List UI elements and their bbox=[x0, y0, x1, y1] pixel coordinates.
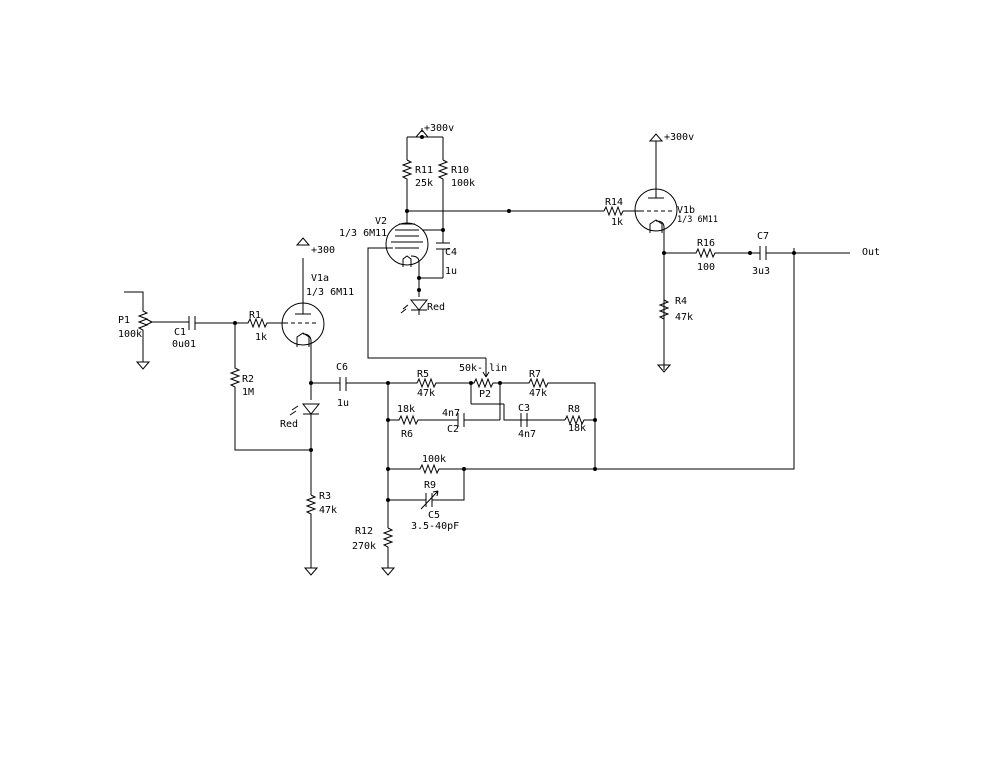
r4-name-label: R4 bbox=[675, 296, 687, 307]
resistor-r16 bbox=[664, 247, 750, 259]
v2-type-label: 1/3 6M11 bbox=[339, 228, 387, 239]
c6-value-label: 1u bbox=[337, 398, 349, 409]
junction-dot bbox=[792, 251, 796, 255]
resistor-r12 bbox=[380, 527, 396, 576]
r8-value-label: 18k bbox=[568, 423, 586, 434]
r7-name-label: R7 bbox=[529, 369, 541, 380]
c6-name-label: C6 bbox=[336, 362, 348, 373]
p2-value-label: 50k- lin bbox=[459, 363, 507, 374]
r5-name-label: R5 bbox=[417, 369, 429, 380]
c4-value-label: 1u bbox=[445, 266, 457, 277]
r11-name-label: R11 bbox=[415, 165, 433, 176]
c1-name-label: C1 bbox=[174, 327, 186, 338]
v2-name-label: V2 bbox=[375, 216, 387, 227]
v1b-supply-label: +300v bbox=[664, 132, 694, 143]
r9-name-label: R9 bbox=[424, 480, 436, 491]
v1b-type-label: 1/3 6M11 bbox=[677, 215, 718, 225]
tube-v1b bbox=[634, 133, 678, 370]
junction-dot bbox=[593, 418, 597, 422]
junction-dot bbox=[420, 135, 424, 139]
c3-value-label: 4n7 bbox=[518, 429, 536, 440]
r4-value-label: 47k bbox=[675, 312, 693, 323]
r6-value-label: 18k bbox=[397, 404, 415, 415]
tube-v2 bbox=[385, 128, 449, 297]
resistor-r9 bbox=[388, 248, 795, 475]
r3-value-label: 47k bbox=[319, 505, 337, 516]
r10-value-label: 100k bbox=[451, 178, 475, 189]
resistor-r7 bbox=[510, 377, 596, 469]
capacitor-c3 bbox=[520, 413, 565, 427]
c2-value-label: 4n7 bbox=[442, 408, 460, 419]
v1a-type-label: 1/3 6M11 bbox=[306, 287, 354, 298]
c1-value-label: 0u01 bbox=[172, 339, 196, 350]
c5-value-label: 3.5-40pF bbox=[411, 521, 459, 532]
resistor-r5 bbox=[388, 377, 471, 389]
junction-dot bbox=[386, 418, 390, 422]
r9-value-label: 100k bbox=[422, 454, 446, 465]
v1a-name-label: V1a bbox=[311, 273, 329, 284]
r1-value-label: 1k bbox=[255, 332, 267, 343]
v1a-supply-label: +300 bbox=[311, 245, 335, 256]
r8-name-label: R8 bbox=[568, 404, 580, 415]
resistor-r6 bbox=[388, 414, 458, 426]
r2-value-label: 1M bbox=[242, 387, 254, 398]
junction-dot bbox=[593, 467, 597, 471]
junction-dot bbox=[386, 498, 390, 502]
r2-name-label: R2 bbox=[242, 374, 254, 385]
resistor-r4 bbox=[656, 299, 672, 373]
junction-dot bbox=[386, 467, 390, 471]
capacitor-c2 bbox=[457, 413, 500, 427]
r5-value-label: 47k bbox=[417, 388, 435, 399]
input-pot-p1 bbox=[124, 291, 189, 370]
junction-dot bbox=[469, 381, 473, 385]
capacitor-c1 bbox=[188, 316, 235, 330]
led-red-2 bbox=[400, 299, 429, 315]
r14-name-label: R14 bbox=[605, 197, 623, 208]
capacitor-c4 bbox=[436, 211, 450, 278]
capacitor-c6 bbox=[311, 377, 388, 391]
r3-name-label: R3 bbox=[319, 491, 331, 502]
c7-name-label: C7 bbox=[757, 231, 769, 242]
p2-name-label: P2 bbox=[479, 389, 491, 400]
junction-dot bbox=[498, 381, 502, 385]
v1b-name-label: V1b bbox=[677, 205, 695, 216]
r12-value-label: 270k bbox=[352, 541, 376, 552]
r7-value-label: 47k bbox=[529, 388, 547, 399]
capacitor-c5 bbox=[388, 469, 465, 510]
resistor-r1 bbox=[235, 317, 282, 329]
tube-v1a bbox=[281, 237, 325, 400]
junction-dot bbox=[309, 448, 313, 452]
c3-name-label: C3 bbox=[518, 403, 530, 414]
resistor-r8 bbox=[564, 414, 595, 426]
v2-supply-label: +300v bbox=[424, 123, 454, 134]
r6-name-label: R6 bbox=[401, 429, 413, 440]
led1-label: Red bbox=[280, 419, 298, 430]
c5-name-label: C5 bbox=[428, 510, 440, 521]
resistor-r3 bbox=[303, 494, 319, 576]
c4-name-label: C4 bbox=[445, 247, 457, 258]
resistor-r2 bbox=[229, 323, 311, 451]
capacitor-c7 bbox=[750, 246, 850, 260]
junction-dot bbox=[417, 276, 421, 280]
c7-value-label: 3u3 bbox=[752, 266, 770, 277]
r10-name-label: R10 bbox=[451, 165, 469, 176]
r14-value-label: 1k bbox=[611, 217, 623, 228]
led-red-1 bbox=[289, 403, 321, 495]
c2-name-label: C2 bbox=[447, 424, 459, 435]
junction-dot bbox=[507, 209, 511, 213]
r16-name-label: R16 bbox=[697, 238, 715, 249]
resistor-r14 bbox=[603, 205, 640, 217]
r11-value-label: 25k bbox=[415, 178, 433, 189]
pot-p2 bbox=[367, 247, 541, 421]
led2-label: Red bbox=[427, 302, 445, 313]
output-label: Out bbox=[862, 247, 880, 258]
r12-name-label: R12 bbox=[355, 526, 373, 537]
r16-value-label: 100 bbox=[697, 262, 715, 273]
p1-name-label: P1 bbox=[118, 315, 130, 326]
r1-name-label: R1 bbox=[249, 310, 261, 321]
p1-value-label: 100k bbox=[118, 329, 142, 340]
junction-dot bbox=[417, 288, 421, 292]
